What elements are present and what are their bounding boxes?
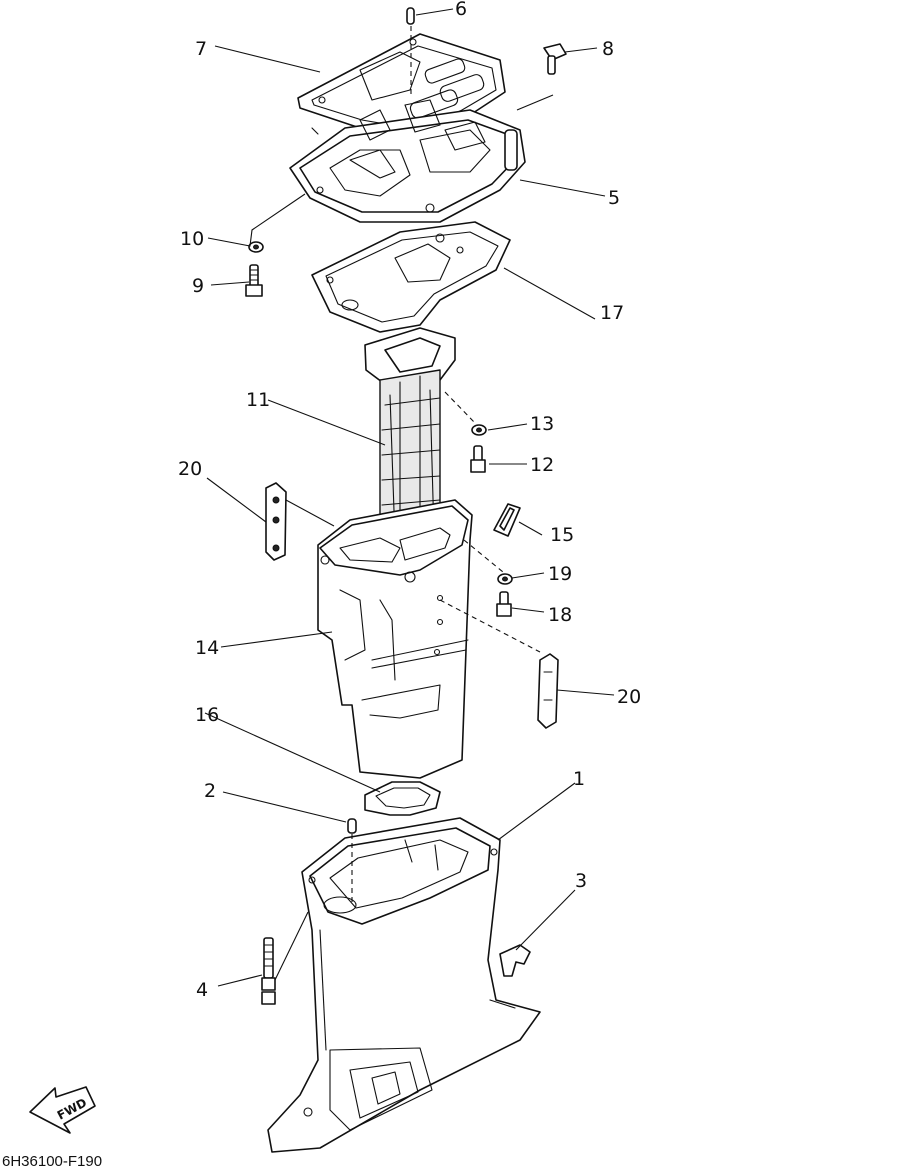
part-15-grommet (493, 503, 521, 537)
part-3-anode (499, 944, 531, 977)
callout-18: 18 (548, 604, 572, 626)
callout-19: 19 (548, 563, 572, 585)
part-16-seal (364, 781, 441, 816)
callout-labels: 1 2 3 4 5 6 7 8 9 10 11 12 13 14 15 16 1… (178, 0, 641, 1001)
callout-13: 13 (530, 413, 554, 435)
part-20-damper-left (265, 482, 287, 561)
callout-10: 10 (180, 228, 204, 250)
part-8-bolt (543, 43, 567, 75)
callout-14: 14 (195, 637, 219, 659)
callout-6: 6 (455, 0, 467, 20)
alignment-lines (351, 26, 541, 905)
part-9-bolt (245, 264, 263, 297)
callout-12: 12 (530, 454, 554, 476)
callout-3: 3 (575, 870, 587, 892)
callout-15: 15 (550, 524, 574, 546)
drawing-code: 6H36100-F190 (2, 1153, 102, 1169)
part-6-dowel-pin (406, 7, 415, 25)
callout-5: 5 (608, 187, 620, 209)
callout-7: 7 (195, 38, 207, 60)
part-1-exhaust-housing (267, 817, 541, 1153)
callout-17: 17 (600, 302, 624, 324)
part-20-damper-right (537, 653, 559, 729)
part-10-washer (248, 241, 264, 253)
callout-16: 16 (195, 704, 219, 726)
part-13-washer (471, 424, 487, 436)
part-18-bolt (496, 591, 512, 617)
callout-11: 11 (246, 389, 270, 411)
part-12-bolt (470, 445, 486, 473)
leader-lines (204, 8, 615, 987)
part-5-upper-casing (289, 99, 526, 223)
part-4-stud-bolt (261, 937, 276, 1005)
callout-2: 2 (204, 780, 216, 802)
callout-1: 1 (573, 768, 585, 790)
callout-20-left: 20 (178, 458, 202, 480)
part-2-dowel-pin (347, 818, 357, 834)
part-17-gasket (311, 221, 511, 333)
callout-4: 4 (196, 979, 208, 1001)
callout-20-right: 20 (617, 686, 641, 708)
callout-8: 8 (602, 38, 614, 60)
fwd-arrow-icon: FWD (29, 1086, 96, 1134)
callout-9: 9 (192, 275, 204, 297)
part-14-upper-casing (317, 499, 473, 779)
part-19-washer (497, 573, 513, 585)
